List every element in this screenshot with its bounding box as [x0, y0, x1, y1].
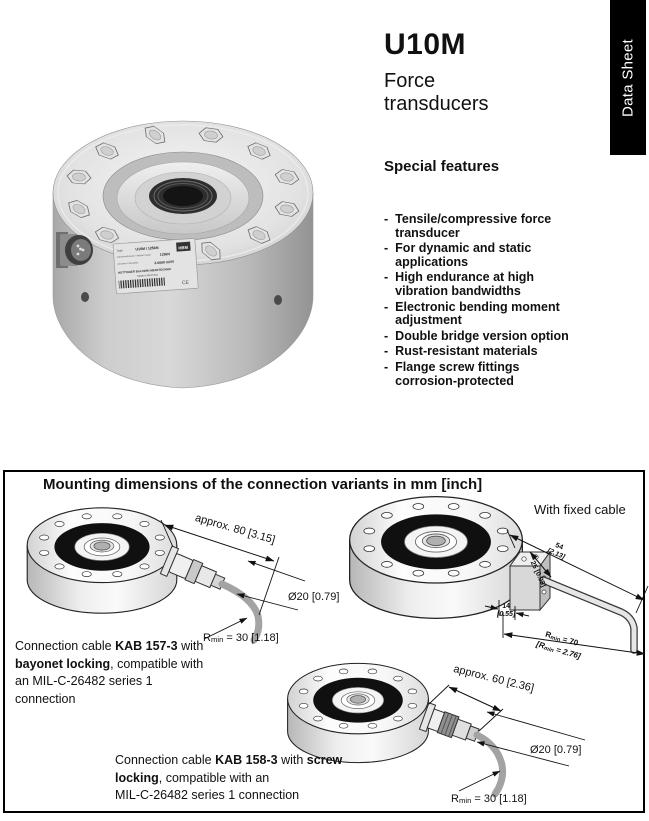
data-sheet-tab: Data Sheet — [610, 0, 646, 155]
features-heading: Special features — [384, 158, 500, 175]
product-category: Force transducers — [384, 70, 489, 115]
hbm-logo — [176, 241, 191, 252]
label-type-key: Type — [116, 248, 123, 252]
features-list: -Tensile/compressive force transducer -F… — [384, 212, 608, 390]
drawing-bayonet-variant — [26, 507, 306, 644]
svg-text:HBM: HBM — [178, 245, 188, 251]
mounting-heading: Mounting dimensions of the connection va… — [43, 476, 483, 493]
dim-54: 54 [2.13] — [546, 542, 566, 561]
product-photo: Type U10M / 125kN Aufnehmerbereich / Att… — [52, 120, 314, 389]
caption-kab-158-3: Connection cable KAB 158-3 with screw lo… — [115, 753, 343, 802]
caption-kab-157-3: Connection cable KAB 157-3 with bayonet … — [15, 639, 204, 706]
feature-item: -Rust-resistant materials — [384, 344, 538, 359]
feature-item: -Electronic bending moment adjustment — [384, 299, 560, 328]
transducer-drawing — [287, 662, 429, 764]
fixed-cable-label: With fixed cable — [534, 502, 626, 517]
bayonet-connector — [159, 545, 226, 590]
mounting-panel: Mounting dimensions of the connection va… — [3, 470, 649, 813]
transducer-drawing — [26, 507, 178, 614]
dim-14: 14 [0.55] — [497, 603, 516, 618]
bullet-dash: - — [384, 212, 389, 226]
connector-plug — [56, 232, 93, 268]
dim-approx-60: approx. 60 [2.36] — [452, 663, 536, 695]
label-type-value: U10M / 125kN — [135, 246, 159, 252]
label-barcode — [118, 277, 166, 289]
label-range-value: 125kN — [160, 252, 171, 257]
label-maker: HOTTINGER BALDWIN MESSTECHNIK — [118, 267, 172, 275]
dim-cable-diameter: Ø20 [0.79] — [288, 591, 340, 603]
page-title: U10M — [384, 28, 467, 61]
feature-item: -Flange screw fittings corrosion-protect… — [384, 359, 520, 388]
label-origin: Made in Germany — [137, 272, 159, 277]
transducer-drawing — [348, 496, 523, 619]
cable — [473, 731, 506, 798]
dimension-lines — [428, 684, 586, 792]
dim-approx-80: approx. 80 [3.15] — [193, 512, 277, 547]
label-range-key: Aufnehmerbereich / Attested range — [117, 253, 152, 258]
ce-mark: CE — [182, 280, 190, 287]
feature-item: -Double bridge version option — [384, 328, 569, 343]
dim-rmin-30: Rmin = 30 [1.18] — [451, 793, 527, 806]
data-sheet-tab-label: Data Sheet — [619, 38, 637, 117]
dim-cable-diameter: Ø20 [0.79] — [530, 744, 582, 756]
feature-item: -Tensile/compressive force transducer — [384, 212, 552, 240]
label-sens-value: 2.0000 mV/V — [154, 260, 175, 265]
dim-25: 25 [0.98] — [528, 560, 547, 589]
transducer-body — [52, 120, 314, 389]
dim-rmin-70: Rmin = 70 [Rmin = 2.76] — [535, 629, 582, 661]
feature-item: -High endurance at high vibration bandwi… — [384, 270, 535, 298]
screw-connector — [418, 702, 480, 742]
label-sens-key: Kennwert / Sensitivity — [117, 261, 139, 266]
product-label: Type U10M / 125kN Aufnehmerbereich / Att… — [112, 237, 199, 295]
dim-rmin-30: Rmin = 30 [1.18] — [203, 632, 279, 645]
dimension-lines — [160, 519, 306, 640]
feature-item: -For dynamic and static applications — [384, 241, 532, 269]
